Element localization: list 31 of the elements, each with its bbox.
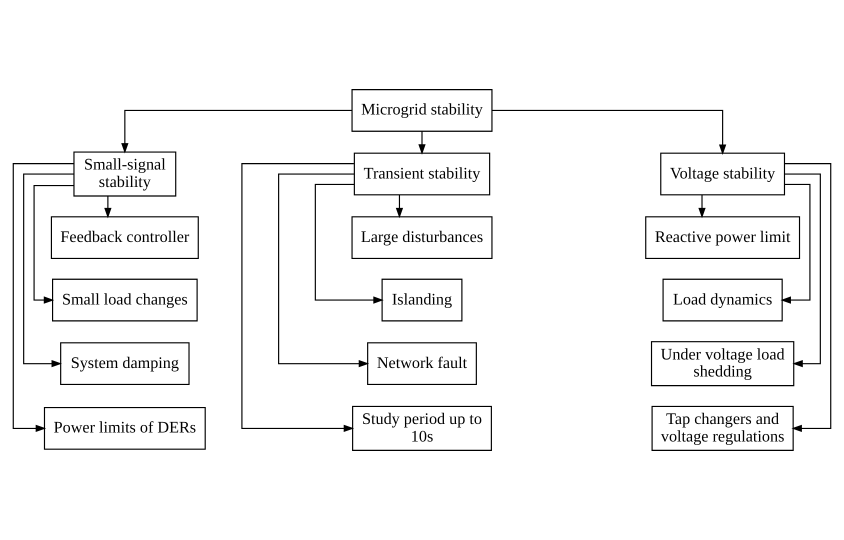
arrow — [698, 194, 706, 218]
arrow — [278, 173, 370, 368]
arrow — [241, 163, 354, 432]
arrow — [121, 110, 352, 154]
node-box: Tap changers and voltage regulations — [652, 406, 794, 451]
node-box: Feedback controller — [50, 216, 199, 260]
node-box: Islanding — [382, 278, 462, 322]
arrow — [314, 184, 384, 304]
node-box: Under voltage load shedding — [650, 341, 794, 386]
arrow — [34, 185, 74, 304]
node-box: Large disturbances — [351, 216, 493, 260]
arrow — [784, 163, 832, 432]
arrow — [104, 196, 112, 218]
node-box: Network fault — [367, 342, 477, 386]
arrow — [780, 184, 810, 304]
node-box: Transient stability — [354, 152, 490, 196]
node-box: Voltage stability — [660, 152, 786, 196]
arrow — [418, 131, 426, 155]
arrow — [784, 173, 821, 368]
node-box: Small load changes — [52, 278, 198, 322]
arrow — [396, 194, 404, 218]
node-box: Small-signal stability — [73, 151, 176, 197]
node-box: Study period up to 10s — [352, 406, 492, 451]
node-box: System damping — [60, 342, 190, 386]
node-box: Power limits of DERs — [44, 407, 206, 450]
arrow — [492, 110, 726, 155]
node-box: Reactive power limit — [645, 216, 800, 260]
arrow — [23, 173, 74, 368]
arrow — [12, 163, 74, 432]
node-box: Load dynamics — [662, 278, 783, 322]
node-box: Microgrid stability — [351, 89, 493, 132]
